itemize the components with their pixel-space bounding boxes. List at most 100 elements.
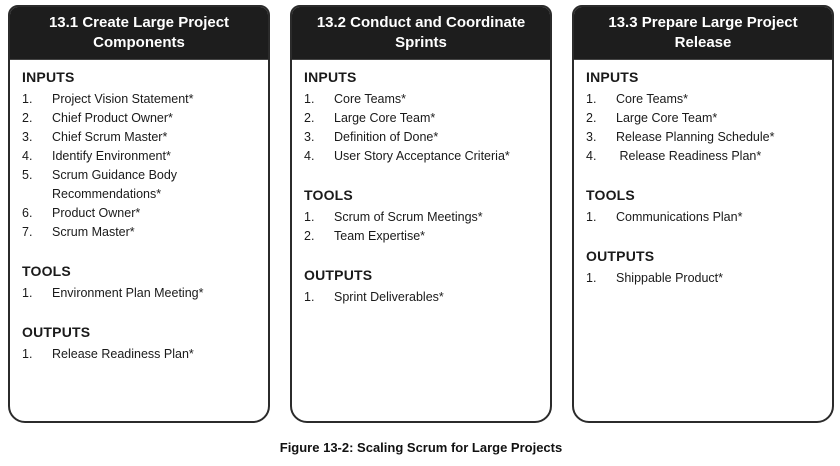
item-text: Team Expertise* (334, 229, 426, 243)
list-item: 5. Scrum Guidance Body Recommendations* (22, 166, 256, 204)
section-heading: INPUTS (304, 69, 357, 85)
list-item: 1. Core Teams* (586, 90, 820, 109)
item-text: Release Readiness Plan* (52, 347, 194, 361)
item-number: 1. (586, 271, 597, 285)
item-list: 1. Communications Plan* (586, 208, 820, 227)
item-list: 1. Release Readiness Plan* (22, 345, 256, 364)
item-text: Scrum of Scrum Meetings* (334, 210, 483, 224)
item-number: 1. (586, 210, 597, 224)
list-item: 1. Scrum of Scrum Meetings* (304, 208, 538, 227)
card-section: OUTPUTS 1. Release Readiness Plan* (22, 324, 256, 364)
list-item: 2. Chief Product Owner* (22, 109, 256, 128)
card-body: INPUTS 1. Core Teams* 2. Large Core Team… (292, 60, 550, 307)
item-text: Core Teams* (334, 92, 407, 106)
item-number: 5. (22, 168, 33, 182)
figure-caption: Figure 13-2: Scaling Scrum for Large Pro… (279, 440, 563, 455)
item-number: 2. (304, 111, 315, 125)
list-item: 1. Shippable Product* (586, 269, 820, 288)
section-heading: TOOLS (586, 187, 635, 203)
card-title: 13.2 Conduct and Coordinate Sprints (316, 14, 526, 51)
item-text: Definition of Done* (334, 130, 439, 144)
item-number: 4. (586, 149, 597, 163)
item-text: Large Core Team* (616, 111, 718, 125)
item-number: 3. (22, 130, 33, 144)
card-section: OUTPUTS 1. Shippable Product* (586, 248, 820, 288)
item-text: Scrum Guidance Body Recommendations* (52, 168, 178, 201)
item-number: 4. (22, 149, 33, 163)
item-number: 4. (304, 149, 315, 163)
card-section: INPUTS 1. Core Teams* 2. Large Core Team… (586, 69, 820, 166)
item-text: Shippable Product* (616, 271, 724, 285)
item-list: 1. Core Teams* 2. Large Core Team* 3. Re… (586, 90, 820, 166)
list-item: 1. Communications Plan* (586, 208, 820, 227)
item-text: Product Owner* (52, 206, 141, 220)
list-item: 1. Sprint Deliverables* (304, 288, 538, 307)
card-header: 13.3 Prepare Large Project Release (574, 7, 832, 60)
card-title: 13.3 Prepare Large Project Release (608, 14, 798, 51)
section-heading: OUTPUTS (586, 248, 655, 264)
item-text: Sprint Deliverables* (334, 290, 444, 304)
item-text: Identify Environment* (52, 149, 171, 163)
item-number: 6. (22, 206, 33, 220)
item-list: 1. Environment Plan Meeting* (22, 284, 256, 303)
section-heading: TOOLS (22, 263, 71, 279)
list-item: 3. Chief Scrum Master* (22, 128, 256, 147)
process-card: 13.2 Conduct and Coordinate Sprints INPU… (290, 5, 552, 423)
item-number: 3. (304, 130, 315, 144)
process-card: 13.1 Create Large Project Components INP… (8, 5, 270, 423)
item-number: 1. (304, 290, 315, 304)
item-number: 1. (304, 210, 315, 224)
list-item: 6. Product Owner* (22, 204, 256, 223)
section-heading: TOOLS (304, 187, 353, 203)
item-text: Chief Scrum Master* (52, 130, 168, 144)
item-text: Chief Product Owner* (52, 111, 173, 125)
card-header: 13.1 Create Large Project Components (10, 7, 268, 60)
item-text: Release Planning Schedule* (616, 130, 775, 144)
card-section: TOOLS 1. Environment Plan Meeting* (22, 263, 256, 303)
card-body: INPUTS 1. Project Vision Statement* 2. C… (10, 60, 268, 364)
item-text: Scrum Master* (52, 225, 135, 239)
card-body: INPUTS 1. Core Teams* 2. Large Core Team… (574, 60, 832, 288)
list-item: 1. Project Vision Statement* (22, 90, 256, 109)
item-number: 2. (586, 111, 597, 125)
item-number: 7. (22, 225, 33, 239)
item-list: 1. Scrum of Scrum Meetings* 2. Team Expe… (304, 208, 538, 246)
list-item: 3. Release Planning Schedule* (586, 128, 820, 147)
card-section: OUTPUTS 1. Sprint Deliverables* (304, 267, 538, 307)
list-item: 2. Team Expertise* (304, 227, 538, 246)
item-list: 1. Project Vision Statement* 2. Chief Pr… (22, 90, 256, 242)
list-item: 1. Environment Plan Meeting* (22, 284, 256, 303)
section-heading: OUTPUTS (304, 267, 373, 283)
list-item: 4. User Story Acceptance Criteria* (304, 147, 538, 166)
card-section: INPUTS 1. Project Vision Statement* 2. C… (22, 69, 256, 242)
item-text: Communications Plan* (616, 210, 743, 224)
item-number: 1. (22, 286, 33, 300)
list-item: 4. Release Readiness Plan* (586, 147, 820, 166)
item-list: 1. Core Teams* 2. Large Core Team* 3. De… (304, 90, 538, 166)
list-item: 1. Core Teams* (304, 90, 538, 109)
card-section: INPUTS 1. Core Teams* 2. Large Core Team… (304, 69, 538, 166)
item-text: Release Readiness Plan* (616, 149, 762, 163)
list-item: 2. Large Core Team* (304, 109, 538, 128)
list-item: 2. Large Core Team* (586, 109, 820, 128)
item-text: Project Vision Statement* (52, 92, 194, 106)
process-card: 13.3 Prepare Large Project Release INPUT… (572, 5, 834, 423)
item-text: Large Core Team* (334, 111, 436, 125)
item-number: 2. (304, 229, 315, 243)
card-title: 13.1 Create Large Project Components (48, 14, 230, 51)
card-header: 13.2 Conduct and Coordinate Sprints (292, 7, 550, 60)
item-number: 1. (22, 92, 33, 106)
list-item: 3. Definition of Done* (304, 128, 538, 147)
item-list: 1. Shippable Product* (586, 269, 820, 288)
item-number: 1. (304, 92, 315, 106)
item-text: User Story Acceptance Criteria* (334, 149, 510, 163)
card-section: TOOLS 1. Scrum of Scrum Meetings* 2. Tea… (304, 187, 538, 246)
cards-row: 13.1 Create Large Project Components INP… (8, 5, 834, 423)
section-heading: OUTPUTS (22, 324, 91, 340)
item-number: 3. (586, 130, 597, 144)
section-heading: INPUTS (22, 69, 75, 85)
item-number: 1. (22, 347, 33, 361)
list-item: 4. Identify Environment* (22, 147, 256, 166)
list-item: 1. Release Readiness Plan* (22, 345, 256, 364)
item-text: Environment Plan Meeting* (52, 286, 204, 300)
